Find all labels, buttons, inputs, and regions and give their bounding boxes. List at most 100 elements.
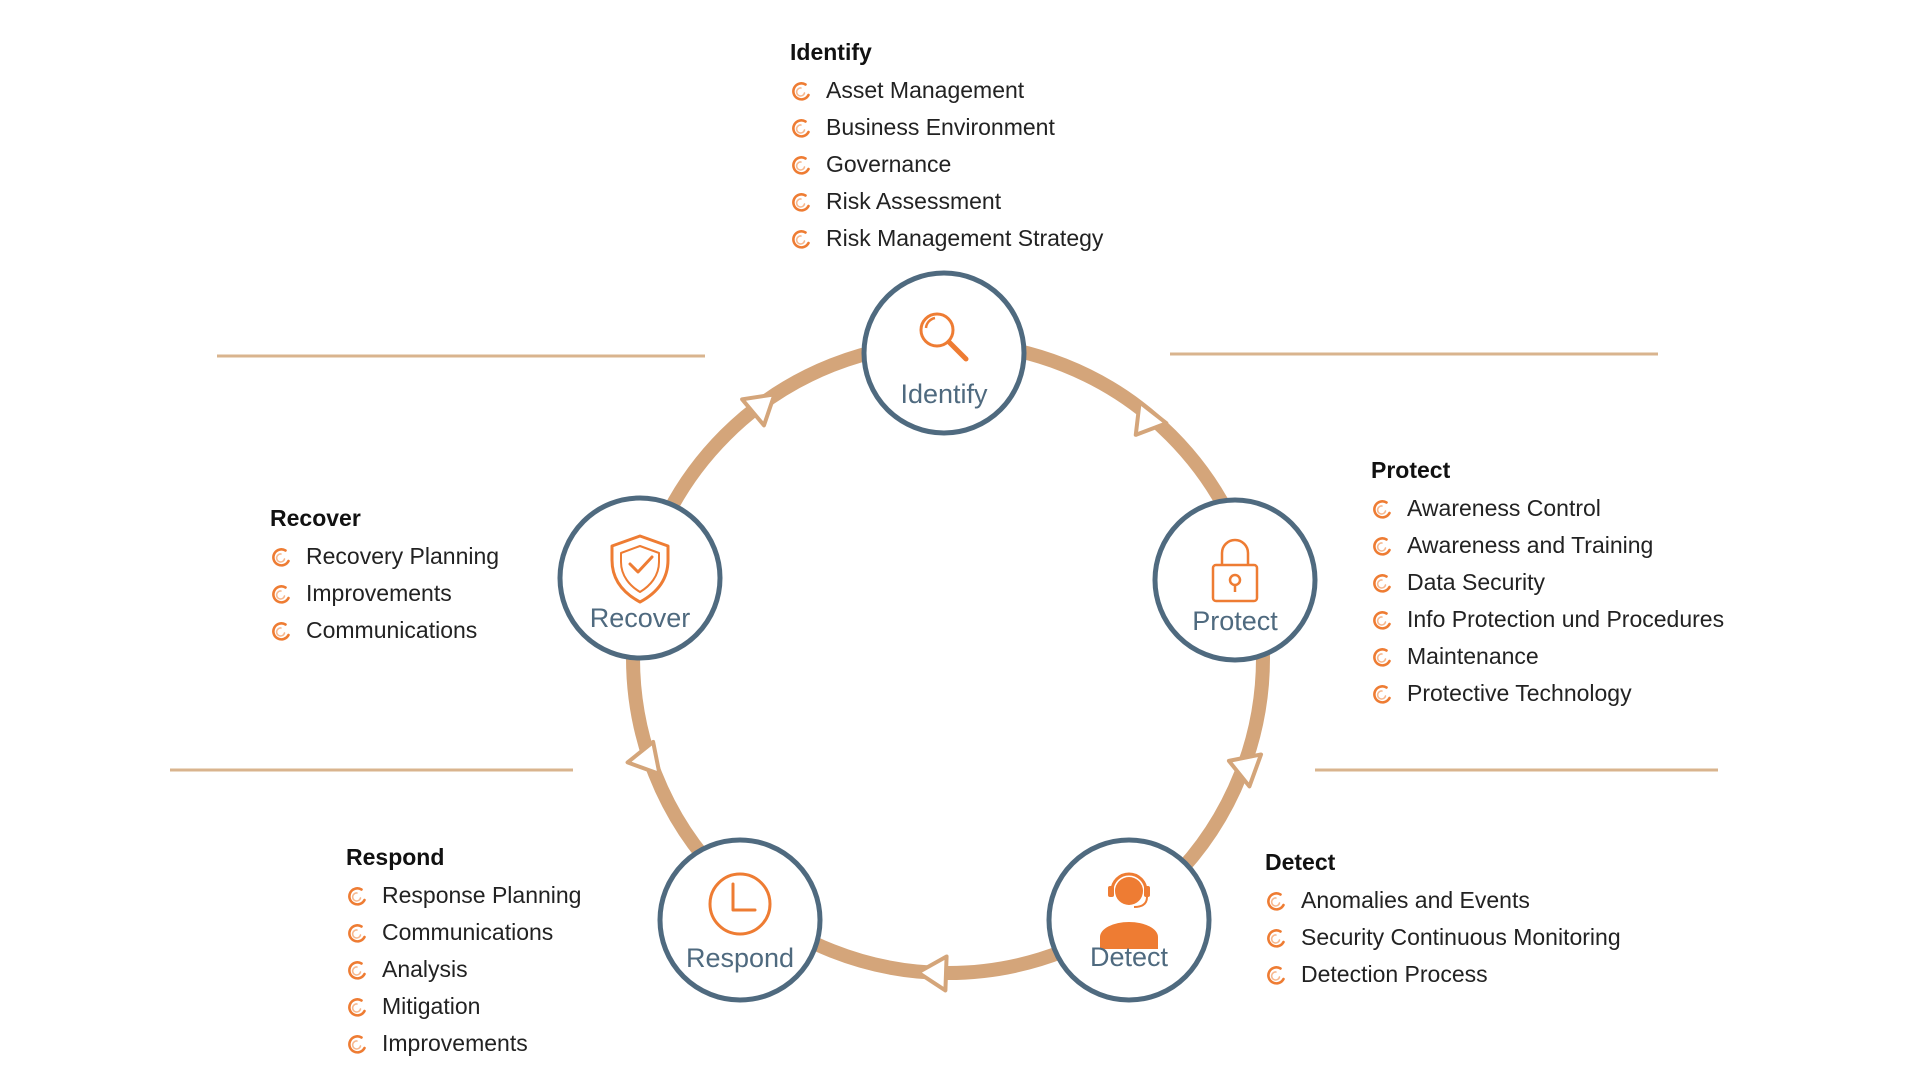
node-respond: Respond	[657, 837, 823, 1003]
arc-bullet-icon	[348, 997, 366, 1017]
list-item-text: Business Environment	[826, 114, 1055, 140]
list-item-text: Communications	[382, 919, 554, 945]
list-item-text: Recovery Planning	[306, 543, 500, 569]
arrow-protect-to-detect	[1226, 752, 1264, 789]
shield-check-icon	[610, 534, 670, 604]
arrow-respond-to-recover	[625, 739, 662, 777]
list-item: Protective Technology	[1371, 675, 1724, 712]
protect-heading: Protect	[1371, 457, 1451, 483]
list-item: Maintenance	[1371, 638, 1724, 675]
list-item-text: Awareness and Training	[1407, 532, 1654, 558]
list-item-text: Communications	[306, 617, 478, 643]
detect-heading: Detect	[1265, 849, 1336, 875]
list-item-text: Protective Technology	[1407, 680, 1632, 706]
clock-icon	[708, 872, 772, 936]
arc-bullet-icon	[272, 621, 290, 641]
magnifier-icon	[919, 312, 969, 362]
arrow-identify-to-protect	[1133, 400, 1169, 437]
list-item: Asset Management	[790, 72, 1103, 109]
arc-bullet-icon	[348, 923, 366, 943]
arc-bullet-icon	[792, 192, 810, 212]
identify-heading: Identify	[790, 39, 872, 65]
list-item: Risk Assessment	[790, 183, 1103, 220]
list-item: Improvements	[346, 1025, 581, 1062]
arc-bullet-icon	[792, 118, 810, 138]
operator-headset-icon	[1100, 872, 1158, 949]
arc-bullet-icon	[1373, 610, 1391, 630]
list-item: Anomalies and Events	[1265, 882, 1621, 919]
list-item-text: Governance	[826, 151, 952, 177]
arc-bullet-icon	[348, 886, 366, 906]
list-item: Security Continuous Monitoring	[1265, 919, 1621, 956]
list-item-text: Security Continuous Monitoring	[1301, 924, 1621, 950]
arc-bullet-icon	[792, 229, 810, 249]
arc-bullet-icon	[1267, 891, 1285, 911]
arc-bullet-icon	[1267, 928, 1285, 948]
node-label-recover: Recover	[590, 603, 691, 633]
list-item: Communications	[346, 914, 581, 951]
list-item: Governance	[790, 146, 1103, 183]
node-label-identify: Identify	[900, 379, 988, 409]
arc-bullet-icon	[1373, 573, 1391, 593]
list-item: Improvements	[270, 575, 499, 612]
list-item: Detection Process	[1265, 956, 1621, 993]
list-item: Risk Management Strategy	[790, 220, 1103, 257]
list-item: Awareness Control	[1371, 490, 1724, 527]
arc-bullet-icon	[348, 1034, 366, 1054]
list-item: Awareness and Training	[1371, 527, 1724, 564]
node-detect: Detect	[1046, 837, 1212, 1003]
node-label-respond: Respond	[686, 943, 794, 973]
list-item-text: Data Security	[1407, 569, 1546, 595]
list-item: Response Planning	[346, 877, 581, 914]
list-item-text: Mitigation	[382, 993, 481, 1019]
arc-bullet-icon	[272, 547, 290, 567]
arc-bullet-icon	[1373, 647, 1391, 667]
arc-bullet-icon	[1373, 499, 1391, 519]
arrow-detect-to-respond	[916, 954, 949, 993]
arc-bullet-icon	[1373, 684, 1391, 704]
list-item-text: Maintenance	[1407, 643, 1539, 669]
node-identify: Identify	[861, 270, 1027, 436]
node-label-protect: Protect	[1192, 606, 1278, 636]
list-item: Recovery Planning	[270, 538, 499, 575]
recover-heading: Recover	[270, 505, 361, 531]
list-item-text: Response Planning	[382, 882, 582, 908]
list-item: Data Security	[1371, 564, 1724, 601]
list-item: Mitigation	[346, 988, 581, 1025]
list-item-text: Improvements	[382, 1030, 528, 1056]
node-recover: Recover	[557, 495, 723, 661]
arc-bullet-icon	[1267, 965, 1285, 985]
list-item: Communications	[270, 612, 499, 649]
list-item-text: Anomalies and Events	[1301, 887, 1530, 913]
node-protect: Protect	[1152, 497, 1318, 663]
list-item-text: Asset Management	[826, 77, 1025, 103]
list-item-text: Risk Management Strategy	[826, 225, 1104, 251]
node-label-detect: Detect	[1090, 942, 1169, 972]
list-item: Info Protection und Procedures	[1371, 601, 1724, 638]
list-item-text: Info Protection und Procedures	[1407, 606, 1725, 632]
arc-bullet-icon	[792, 155, 810, 175]
list-item: Business Environment	[790, 109, 1103, 146]
list-item: Analysis	[346, 951, 581, 988]
list-item-text: Analysis	[382, 956, 468, 982]
respond-heading: Respond	[346, 844, 445, 870]
arc-bullet-icon	[1373, 536, 1391, 556]
list-item-text: Risk Assessment	[826, 188, 1002, 214]
list-item-text: Improvements	[306, 580, 452, 606]
arc-bullet-icon	[348, 960, 366, 980]
arrow-recover-to-identify	[740, 392, 777, 428]
list-item-text: Awareness Control	[1407, 495, 1601, 521]
list-item-text: Detection Process	[1301, 961, 1488, 987]
